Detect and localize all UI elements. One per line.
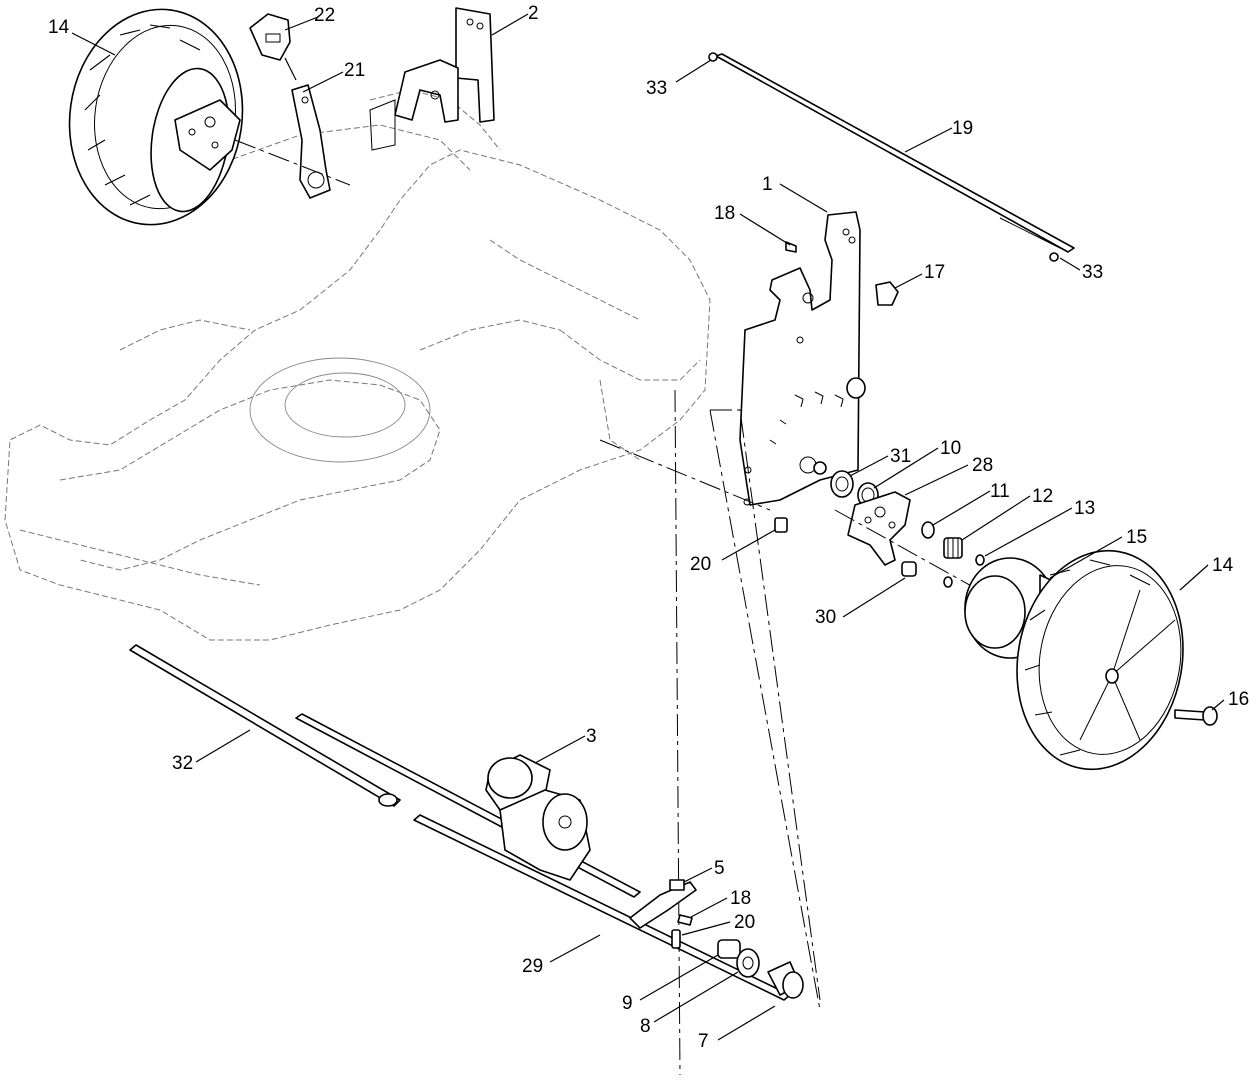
callout-33-bottom: 33 bbox=[1082, 262, 1103, 283]
phantom-vertical bbox=[674, 389, 681, 1076]
part-small-ring bbox=[943, 576, 953, 588]
part-32-tube bbox=[129, 644, 401, 807]
part-7-bushing bbox=[767, 961, 804, 999]
callout-3: 3 bbox=[586, 726, 597, 747]
callout-32: 32 bbox=[172, 753, 193, 774]
callout-21: 21 bbox=[344, 60, 365, 81]
callout-13: 13 bbox=[1074, 498, 1095, 519]
callout-16: 16 bbox=[1228, 689, 1249, 710]
part-22-adjuster-knob bbox=[249, 13, 297, 81]
part-33-screw-top bbox=[708, 52, 718, 62]
callout-20-bottom: 20 bbox=[734, 912, 755, 933]
part-1-side-plate bbox=[739, 211, 866, 506]
callout-20-top: 20 bbox=[690, 554, 711, 575]
callout-8: 8 bbox=[640, 1016, 651, 1037]
callout-15: 15 bbox=[1126, 527, 1147, 548]
callout-31: 31 bbox=[890, 446, 911, 467]
callout-9: 9 bbox=[622, 993, 633, 1014]
axis-left-wheel bbox=[234, 139, 351, 186]
phantom-line-left bbox=[709, 409, 821, 1011]
callout-12: 12 bbox=[1032, 486, 1053, 507]
callout-1: 1 bbox=[762, 174, 773, 195]
part-3-transmission bbox=[485, 754, 591, 881]
part-14-left-wheel bbox=[68, 8, 244, 226]
part-13-retaining-ring bbox=[975, 554, 985, 566]
phantom-deck-axis bbox=[599, 439, 771, 511]
part-11-washer bbox=[921, 521, 935, 539]
mower-deck-outline bbox=[4, 89, 711, 641]
part-30-bolt bbox=[901, 561, 917, 577]
part-17-clip bbox=[875, 281, 899, 306]
callout-7: 7 bbox=[698, 1031, 709, 1052]
phantom-line-right bbox=[710, 409, 821, 1001]
part-16-axle-bolt bbox=[1174, 706, 1218, 726]
part-12-pinion-gear bbox=[943, 537, 963, 559]
part-20-pin-bottom bbox=[671, 929, 681, 949]
part-20-spacer-top bbox=[774, 517, 788, 533]
leader-lines bbox=[71, 13, 1225, 1041]
callout-22: 22 bbox=[314, 5, 335, 26]
callout-14-right-wheel: 14 bbox=[1212, 555, 1234, 576]
callout-29: 29 bbox=[522, 956, 543, 977]
callout-17: 17 bbox=[924, 262, 945, 283]
part-33-screw-bottom bbox=[1049, 252, 1059, 262]
callout-11: 11 bbox=[990, 481, 1010, 502]
callout-18-bottom: 18 bbox=[730, 888, 751, 909]
callout-2: 2 bbox=[528, 3, 539, 24]
callout-19: 19 bbox=[952, 118, 973, 139]
callout-33-top: 33 bbox=[646, 78, 667, 99]
part-21-lever-plate bbox=[291, 84, 331, 199]
part-31-washer bbox=[830, 470, 854, 498]
callout-18-top: 18 bbox=[714, 203, 735, 224]
callout-10: 10 bbox=[940, 438, 961, 459]
part-5-bracket bbox=[629, 879, 697, 929]
part-8-bearing bbox=[736, 948, 760, 978]
callout-28: 28 bbox=[972, 455, 993, 476]
callout-14-left-wheel: 14 bbox=[48, 17, 70, 38]
part-9-bushing bbox=[717, 939, 741, 959]
part-2-bracket bbox=[369, 7, 495, 151]
callout-30: 30 bbox=[815, 607, 836, 628]
part-28-pivot-plate bbox=[847, 491, 911, 566]
part-18-screw-bottom bbox=[677, 914, 693, 926]
part-19-rod bbox=[715, 53, 1075, 253]
callout-5: 5 bbox=[714, 858, 725, 879]
